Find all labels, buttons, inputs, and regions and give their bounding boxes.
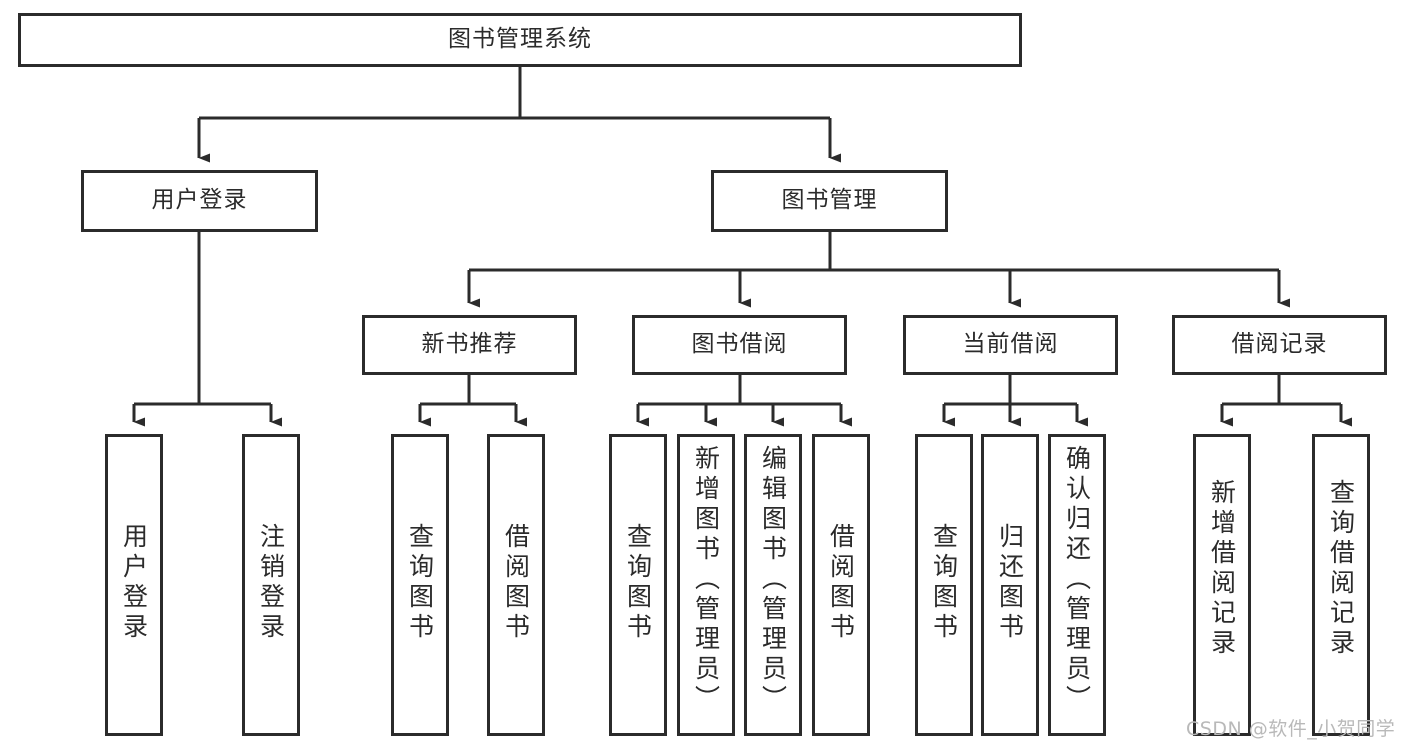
node-book-borrow[interactable]: 图书借阅 (632, 315, 847, 375)
node-leaf-query-record-label: 查询借阅记录 (1326, 479, 1356, 659)
node-leaf-add-record[interactable]: 新增借阅记录 (1193, 434, 1251, 736)
node-borrow-record[interactable]: 借阅记录 (1172, 315, 1387, 375)
node-leaf-return-book[interactable]: 归还图书 (981, 434, 1039, 736)
node-leaf-borrow-book-1-label: 借阅图书 (501, 523, 531, 643)
node-leaf-add-book-label: 新增图书（管理员） (691, 445, 721, 715)
node-leaf-user-login[interactable]: 用户登录 (105, 434, 163, 736)
node-new-book-recommend[interactable]: 新书推荐 (362, 315, 577, 375)
node-user-login[interactable]: 用户登录 (81, 170, 318, 232)
csdn-watermark: CSDN @软件_小贺同学 (1186, 718, 1396, 740)
node-new-book-recommend-label: 新书推荐 (421, 331, 518, 358)
node-leaf-query-book-2-label: 查询图书 (623, 523, 653, 643)
node-leaf-query-book-2[interactable]: 查询图书 (609, 434, 667, 736)
node-leaf-user-login-label: 用户登录 (119, 523, 149, 643)
node-leaf-query-book-1-label: 查询图书 (405, 523, 435, 643)
node-borrow-record-label: 借阅记录 (1231, 331, 1328, 358)
node-book-borrow-label: 图书借阅 (691, 331, 788, 358)
node-leaf-query-record[interactable]: 查询借阅记录 (1312, 434, 1370, 736)
node-leaf-query-book-3-label: 查询图书 (929, 523, 959, 643)
node-leaf-confirm-return-label: 确认归还（管理员） (1062, 445, 1092, 715)
node-current-borrow-label: 当前借阅 (962, 331, 1059, 358)
node-leaf-edit-book[interactable]: 编辑图书（管理员） (744, 434, 802, 736)
node-root[interactable]: 图书管理系统 (18, 13, 1022, 67)
node-leaf-logout-login-label: 注销登录 (256, 523, 286, 643)
node-book-manage-label: 图书管理 (781, 187, 878, 214)
node-leaf-confirm-return[interactable]: 确认归还（管理员） (1048, 434, 1106, 736)
node-leaf-query-book-3[interactable]: 查询图书 (915, 434, 973, 736)
node-leaf-edit-book-label: 编辑图书（管理员） (758, 445, 788, 715)
node-leaf-borrow-book-2-label: 借阅图书 (826, 523, 856, 643)
node-leaf-add-book[interactable]: 新增图书（管理员） (677, 434, 735, 736)
node-leaf-query-book-1[interactable]: 查询图书 (391, 434, 449, 736)
node-book-manage[interactable]: 图书管理 (711, 170, 948, 232)
node-leaf-add-record-label: 新增借阅记录 (1207, 479, 1237, 659)
node-current-borrow[interactable]: 当前借阅 (903, 315, 1118, 375)
node-leaf-borrow-book-2[interactable]: 借阅图书 (812, 434, 870, 736)
node-root-label: 图书管理系统 (448, 26, 592, 53)
node-leaf-return-book-label: 归还图书 (995, 523, 1025, 643)
node-user-login-label: 用户登录 (151, 187, 248, 214)
node-leaf-borrow-book-1[interactable]: 借阅图书 (487, 434, 545, 736)
node-leaf-logout-login[interactable]: 注销登录 (242, 434, 300, 736)
